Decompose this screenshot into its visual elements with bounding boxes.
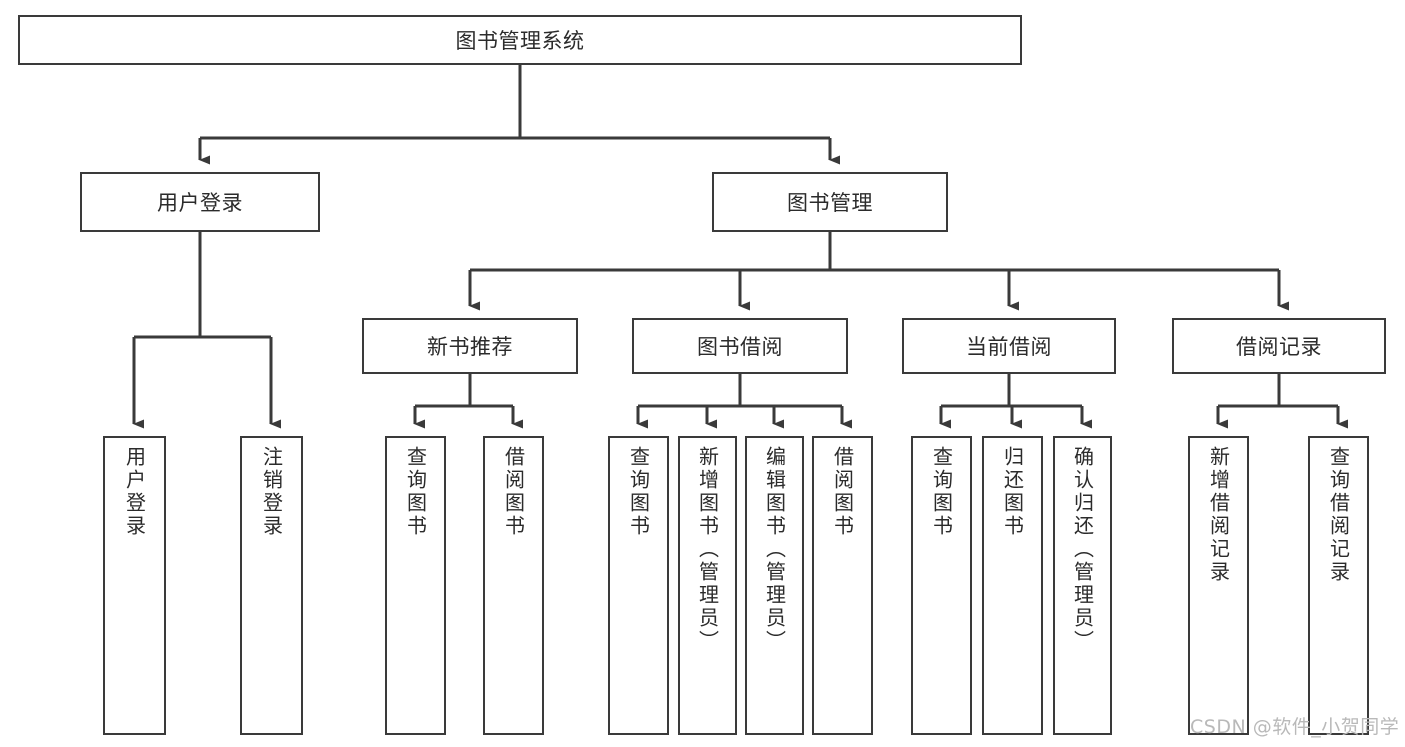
node-leaf-label: 查询借阅记录 xyxy=(1326,446,1351,584)
node-user-login-label: 用户登录 xyxy=(157,191,243,215)
node-borrow-record[interactable]: 借阅记录 xyxy=(1172,318,1386,374)
node-leaf-label: 确认归还（管理员） xyxy=(1070,446,1095,653)
node-leaf-label: 查询图书 xyxy=(626,446,651,538)
node-leaf[interactable]: 借阅图书 xyxy=(812,436,873,735)
node-leaf-label: 查询图书 xyxy=(403,446,428,538)
node-leaf[interactable]: 用户登录 xyxy=(103,436,166,735)
node-leaf[interactable]: 查询图书 xyxy=(385,436,446,735)
node-leaf-label: 用户登录 xyxy=(122,446,147,538)
node-leaf-label: 归还图书 xyxy=(1000,446,1025,538)
node-leaf[interactable]: 查询借阅记录 xyxy=(1308,436,1369,735)
node-book-borrow[interactable]: 图书借阅 xyxy=(632,318,848,374)
node-leaf-label: 注销登录 xyxy=(259,446,284,538)
node-new-book-recommend[interactable]: 新书推荐 xyxy=(362,318,578,374)
node-leaf-label: 借阅图书 xyxy=(501,446,526,538)
node-leaf[interactable]: 编辑图书（管理员） xyxy=(745,436,804,735)
node-leaf[interactable]: 借阅图书 xyxy=(483,436,544,735)
node-leaf[interactable]: 确认归还（管理员） xyxy=(1053,436,1112,735)
node-borrow-record-label: 借阅记录 xyxy=(1236,335,1322,359)
node-book-management[interactable]: 图书管理 xyxy=(712,172,948,232)
node-root-label: 图书管理系统 xyxy=(455,29,585,53)
node-user-login[interactable]: 用户登录 xyxy=(80,172,320,232)
node-leaf-label: 新增图书（管理员） xyxy=(695,446,720,653)
node-leaf[interactable]: 查询图书 xyxy=(911,436,972,735)
node-leaf[interactable]: 查询图书 xyxy=(608,436,669,735)
node-leaf[interactable]: 新增图书（管理员） xyxy=(678,436,737,735)
node-leaf-label: 查询图书 xyxy=(929,446,954,538)
node-leaf-label: 新增借阅记录 xyxy=(1206,446,1231,584)
node-leaf-label: 借阅图书 xyxy=(830,446,855,538)
node-book-management-label: 图书管理 xyxy=(787,191,873,215)
node-new-book-recommend-label: 新书推荐 xyxy=(427,335,513,359)
watermark-text: CSDN @软件_小贺同学 xyxy=(1190,716,1400,738)
node-leaf-label: 编辑图书（管理员） xyxy=(762,446,787,653)
node-root[interactable]: 图书管理系统 xyxy=(18,15,1022,65)
node-leaf[interactable]: 归还图书 xyxy=(982,436,1043,735)
node-current-borrow[interactable]: 当前借阅 xyxy=(902,318,1116,374)
node-current-borrow-label: 当前借阅 xyxy=(966,335,1052,359)
node-book-borrow-label: 图书借阅 xyxy=(697,335,783,359)
node-leaf[interactable]: 注销登录 xyxy=(240,436,303,735)
node-leaf[interactable]: 新增借阅记录 xyxy=(1188,436,1249,735)
